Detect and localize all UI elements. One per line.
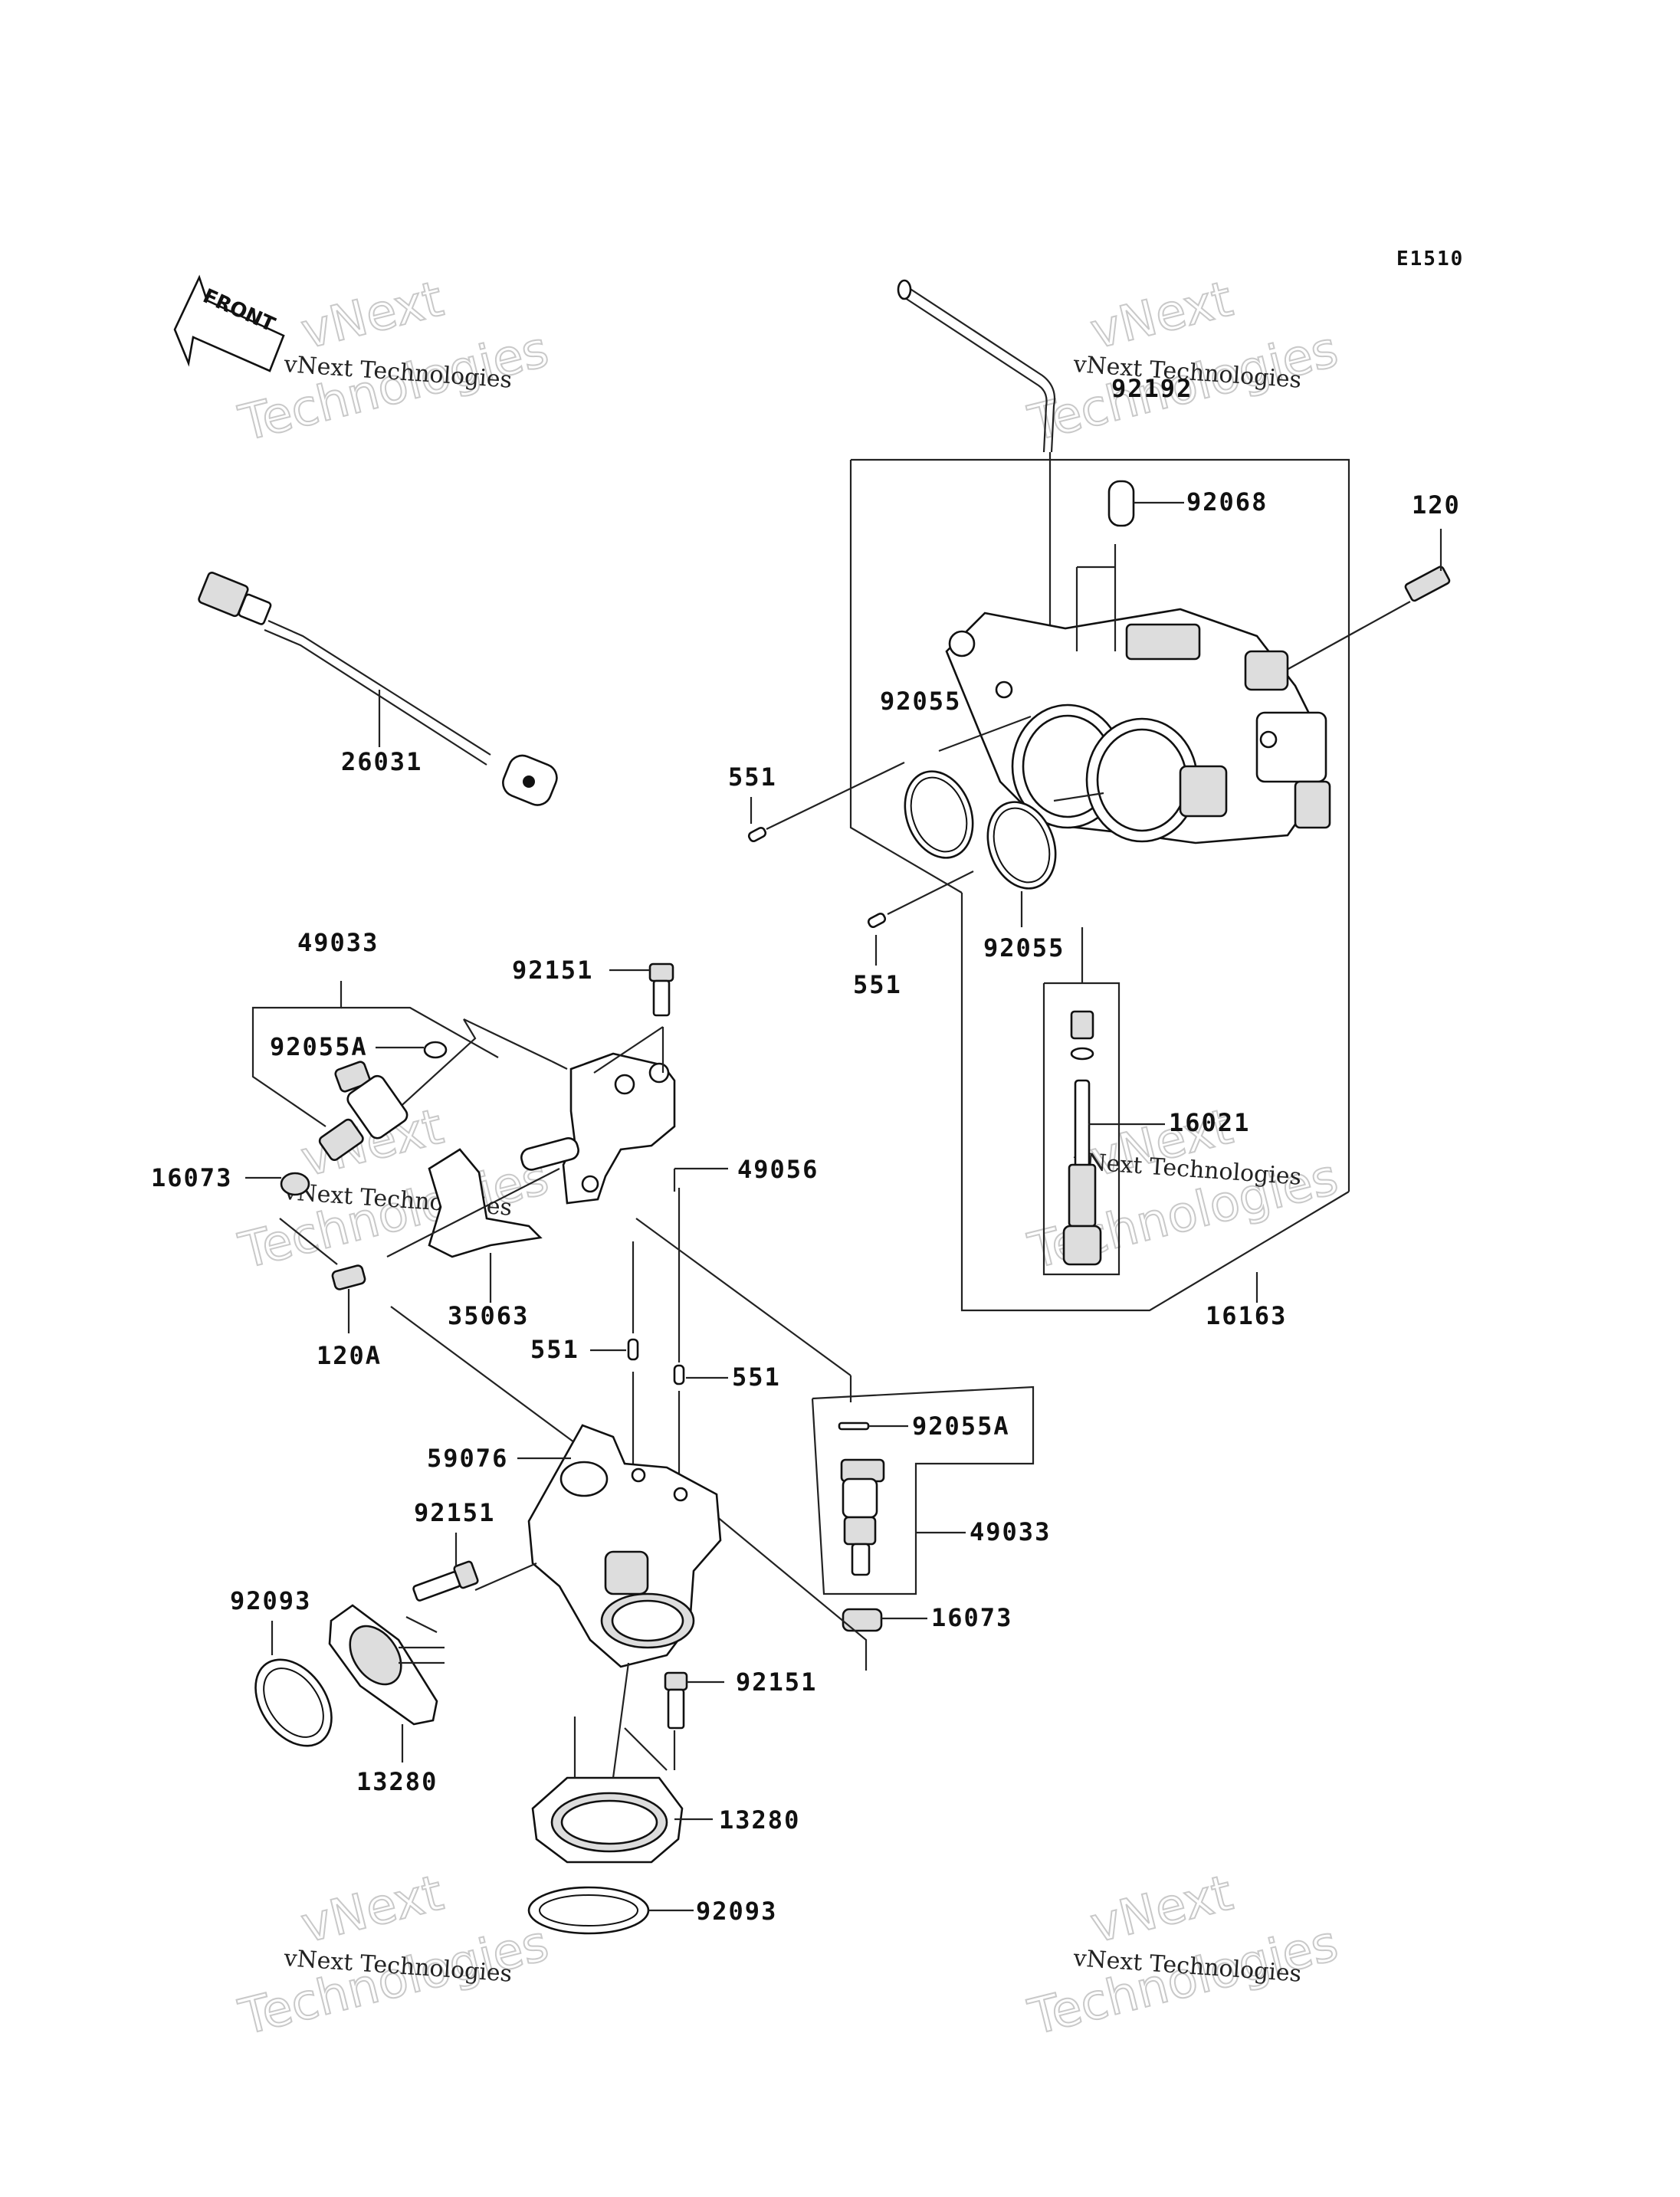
- label-13280-right: 13280: [719, 1805, 800, 1835]
- label-120: 120: [1412, 490, 1461, 520]
- bolt-92151-mid: [412, 1533, 537, 1602]
- label-26031: 26031: [341, 747, 422, 776]
- svg-text:vNext: vNext: [1085, 271, 1238, 360]
- injector-group-49033-top: [251, 981, 568, 1127]
- sensor-harness-26031: [198, 571, 558, 806]
- watermark-bottom-right: vNext Technologies vNext Technologies: [1022, 1864, 1344, 2047]
- injector-49033-top: [318, 1061, 409, 1162]
- label-92055-top: 92055: [880, 687, 961, 716]
- o-ring-92055A-top: [376, 1041, 448, 1059]
- cap-92068: [1107, 480, 1184, 527]
- label-92151-low: 92151: [736, 1667, 817, 1697]
- label-92093-right: 92093: [696, 1897, 777, 1926]
- bolt-92151-top: [609, 962, 674, 1017]
- pin-551-c: [590, 1241, 639, 1479]
- label-49056: 49056: [737, 1155, 819, 1184]
- label-92151-mid: 92151: [414, 1498, 495, 1527]
- label-92192: 92192: [1111, 374, 1193, 403]
- grommet-16073-right: [689, 1494, 927, 1671]
- fuel-rail-49056: [520, 1026, 852, 1402]
- sensor-16021: [1042, 927, 1165, 1276]
- label-16021: 16021: [1169, 1108, 1250, 1137]
- assembly-outline-16163: [849, 458, 1350, 1312]
- label-92055A-right: 92055A: [912, 1412, 1010, 1441]
- label-16163: 16163: [1206, 1301, 1287, 1330]
- label-92055-mid: 92055: [983, 933, 1065, 962]
- label-16073-left: 16073: [151, 1163, 232, 1192]
- bolt-120: [1278, 529, 1451, 675]
- label-551-b: 551: [853, 970, 902, 999]
- pin-551-d: [673, 1188, 728, 1490]
- adapter-13280-left: [328, 1604, 445, 1763]
- throttle-housing-59076: [517, 1424, 722, 1668]
- bolt-92151-low: [664, 1671, 724, 1770]
- label-551-c: 551: [530, 1335, 579, 1364]
- o-ring-92055-a: [904, 715, 1032, 859]
- label-551-d: 551: [732, 1362, 781, 1392]
- throttle-body: [945, 544, 1331, 844]
- label-49033-right: 49033: [970, 1517, 1051, 1546]
- pin-551-a: [747, 762, 905, 842]
- label-92093-left: 92093: [230, 1586, 311, 1615]
- watermark-bottom-left: vNext Technologies vNext Technologies: [233, 1864, 555, 2047]
- diagram-code: E1510: [1396, 248, 1464, 271]
- injector-group-49033-right: [811, 1385, 1035, 1595]
- svg-text:vNext: vNext: [296, 271, 448, 360]
- clamp-92093-left: [254, 1621, 333, 1747]
- o-ring-92055-b: [986, 792, 1104, 927]
- label-49033-top: 49033: [297, 928, 379, 957]
- bracket-35063: [386, 1148, 560, 1303]
- label-16073-right: 16073: [931, 1603, 1012, 1632]
- label-59076: 59076: [427, 1444, 508, 1473]
- watermark-top-right: vNext Technologies vNext Technologies: [1022, 270, 1344, 453]
- front-arrow-icon: FRONT: [173, 274, 285, 372]
- pin-551-b: [867, 871, 974, 966]
- cable-92192: [897, 279, 1056, 644]
- label-35063: 35063: [448, 1301, 529, 1330]
- grommet-16073-left: [245, 1172, 338, 1265]
- label-92068: 92068: [1186, 487, 1268, 516]
- label-92151-top: 92151: [512, 956, 593, 985]
- label-13280-left: 13280: [356, 1767, 438, 1796]
- adapter-13280-right: [531, 1662, 713, 1864]
- bolt-120A: [331, 1264, 599, 1461]
- label-551-a: 551: [728, 762, 777, 792]
- svg-text:vNext: vNext: [1085, 1864, 1238, 1954]
- svg-text:vNext: vNext: [296, 1864, 448, 1954]
- label-92055A-top: 92055A: [270, 1032, 368, 1061]
- label-120A: 120A: [317, 1341, 382, 1370]
- watermark-top-left: vNext Technologies vNext Technologies: [233, 270, 555, 453]
- clamp-92093-right: [527, 1886, 694, 1935]
